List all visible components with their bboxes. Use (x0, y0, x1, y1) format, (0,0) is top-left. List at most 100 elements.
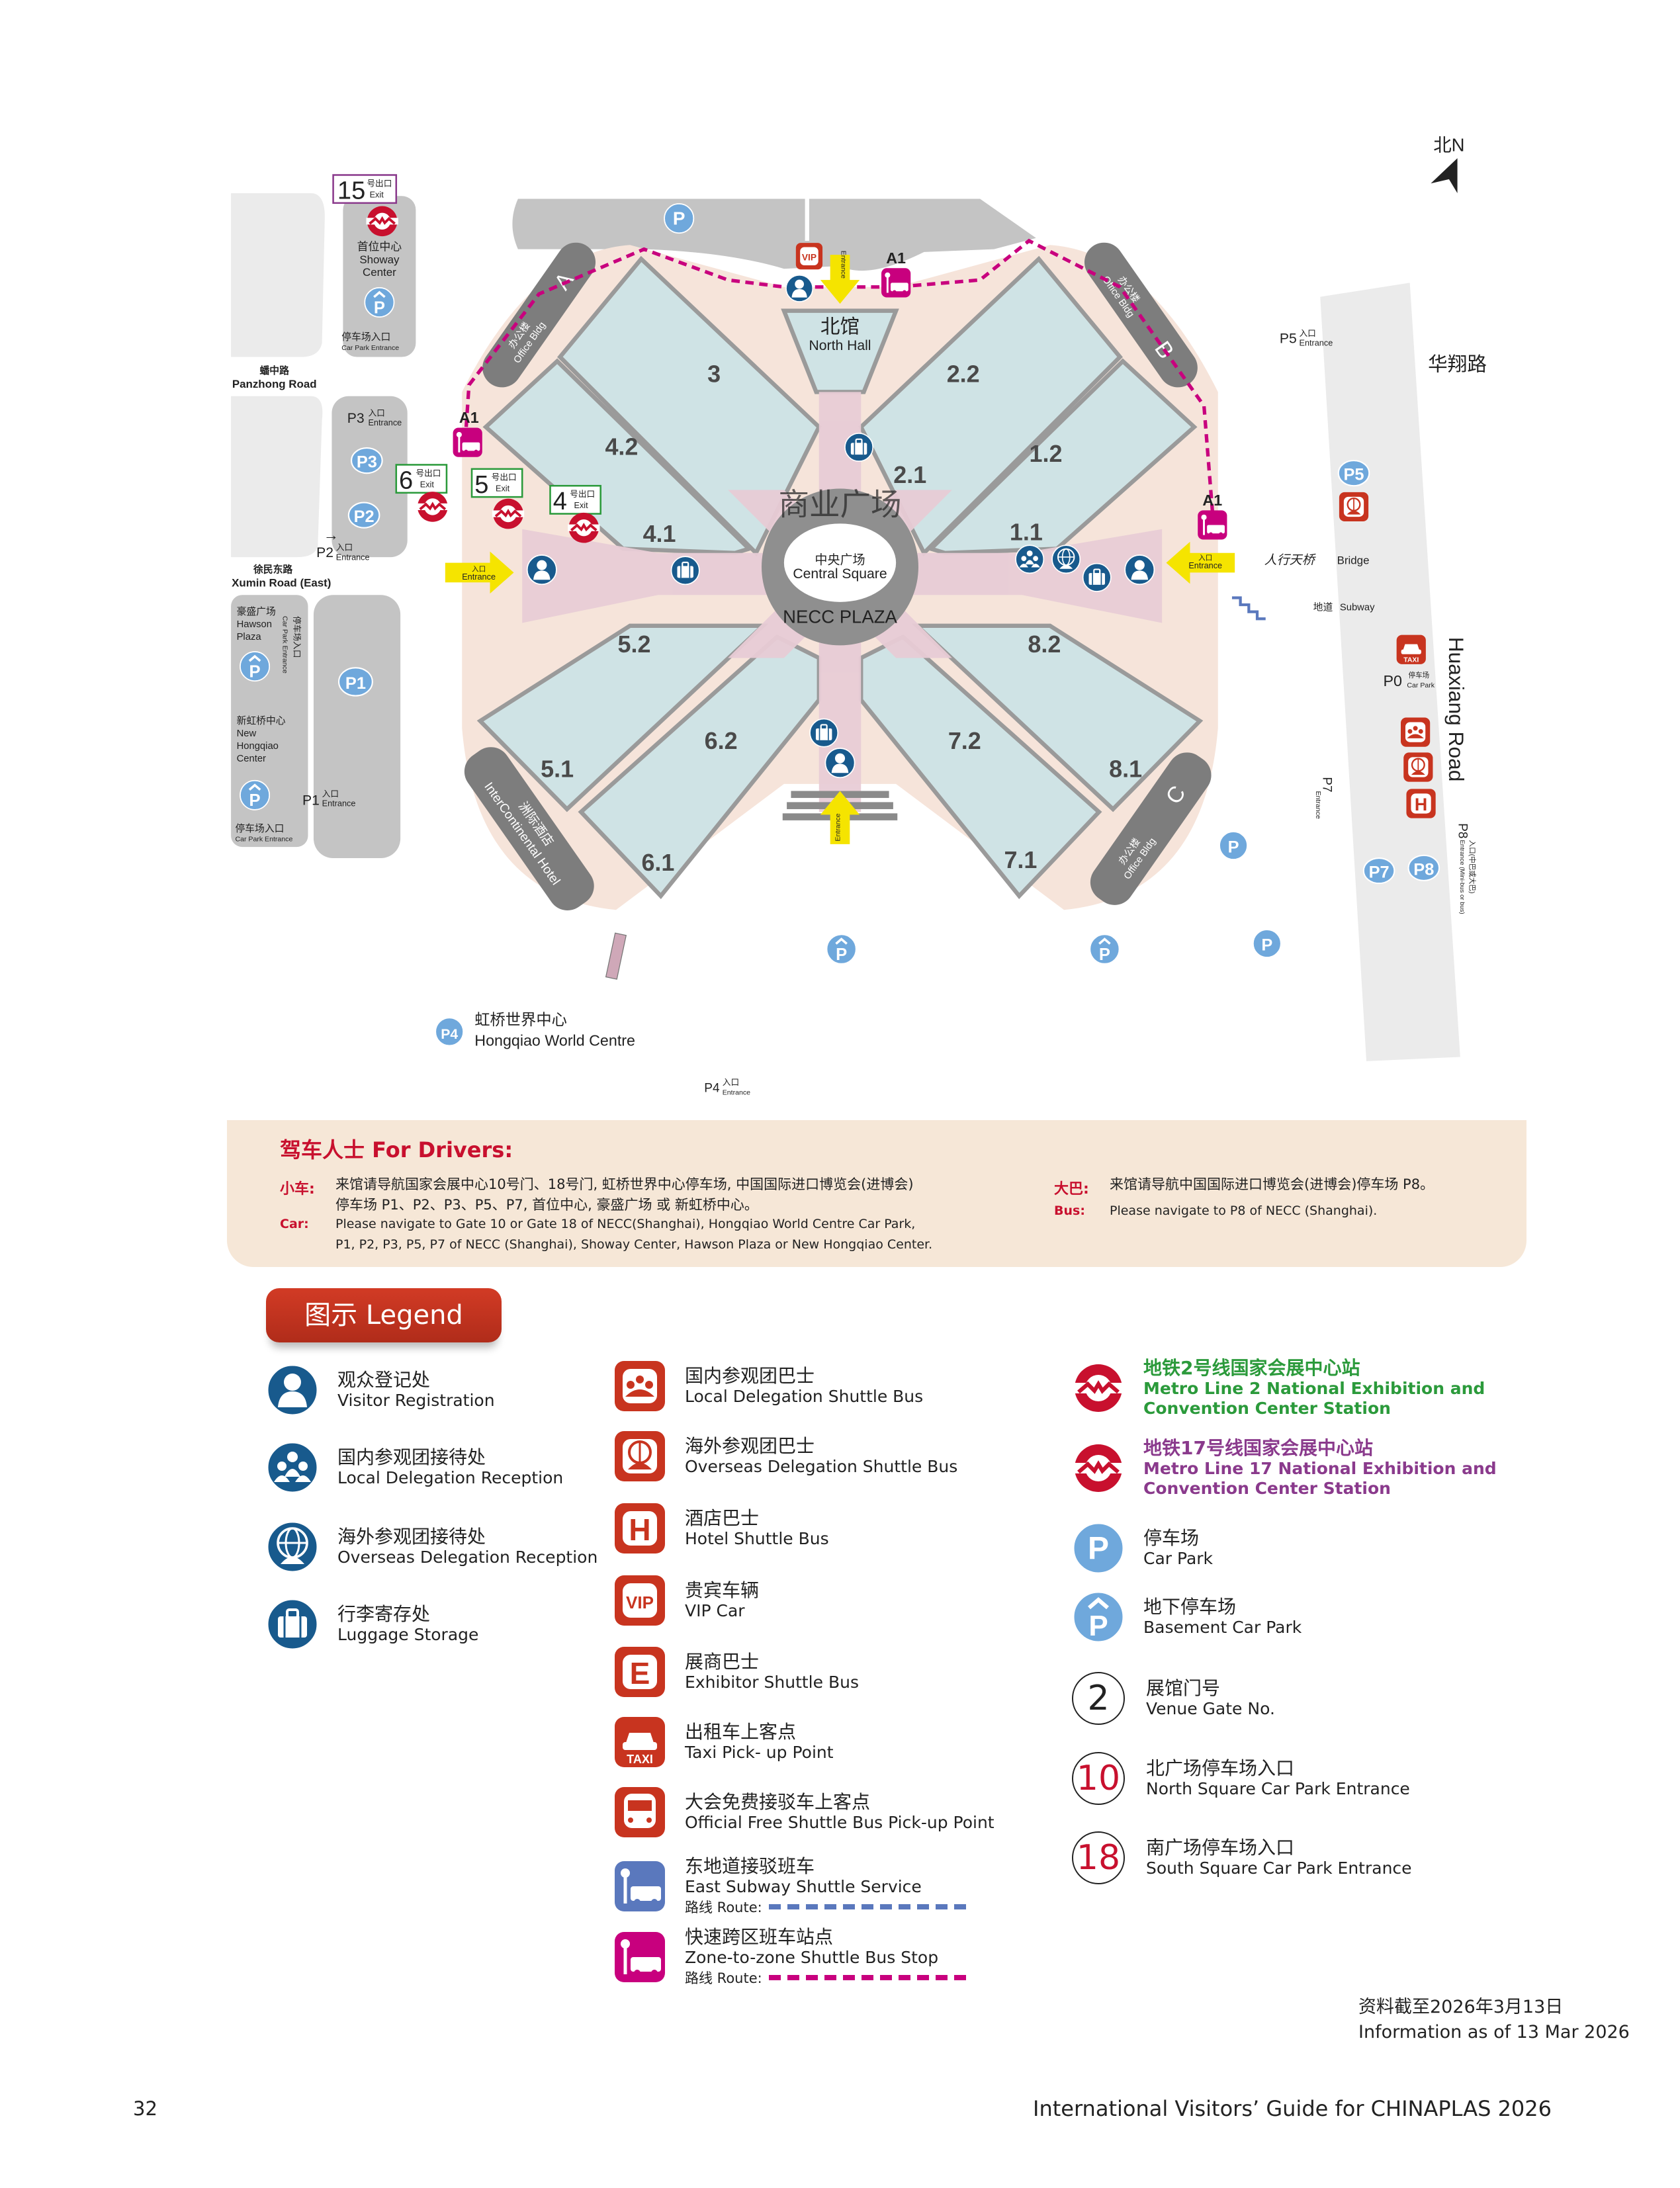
p4-entrance: P4 (704, 1081, 720, 1095)
gate-number-icon: 10 (1072, 1752, 1125, 1805)
luggage-storage-icon[interactable] (809, 718, 839, 748)
bus-label-cn: 大巴: (1054, 1181, 1089, 1198)
north-parking-area (512, 198, 1036, 271)
visitor-registration-icon[interactable] (526, 554, 557, 586)
basement-parking-icon[interactable] (826, 934, 857, 965)
luggage-storage-icon[interactable] (1082, 562, 1112, 593)
hall-4 (482, 358, 754, 555)
parking-badge-p1[interactable]: P1 (337, 667, 373, 697)
zone-shuttle-stop-icon[interactable] (1197, 509, 1228, 541)
hall-label-7-1: 7.1 (1004, 846, 1037, 873)
legend-en: Convention Center Station (1143, 1479, 1391, 1498)
svg-text:号出口: 号出口 (416, 468, 441, 478)
legend-cn: 北广场停车场入口 (1146, 1757, 1295, 1779)
parking-badge-p[interactable]: P (1252, 928, 1282, 959)
svg-text:6: 6 (399, 466, 413, 494)
north-hall-en: North Hall (809, 338, 871, 353)
taxi-icon[interactable] (1396, 635, 1426, 664)
luggage-icon (266, 1598, 319, 1651)
parking-badge-p2[interactable]: P2 (347, 502, 380, 529)
zone-shuttle-stop-icon[interactable] (880, 267, 912, 298)
bus-text-cn: 来馆请导航中国国际进口博览会(进博会)停车场 P8。 (1110, 1176, 1435, 1192)
svg-text:4: 4 (553, 488, 567, 515)
legend-en: Visitor Registration (337, 1391, 495, 1410)
car-text-cn-1: 来馆请导航国家会展中心10号门、18号门, 虹桥世界中心停车场, 中国国际进口博… (335, 1176, 914, 1192)
basement-parking-icon[interactable] (239, 650, 271, 682)
hall-label-6-2: 6.2 (705, 727, 738, 754)
svg-text:号出口: 号出口 (492, 473, 517, 482)
local-delegation-icon[interactable] (1015, 545, 1045, 574)
hall-label-2-2: 2.2 (947, 361, 980, 388)
svg-text:P1: P1 (345, 674, 366, 693)
parking-badge-p3[interactable]: P3 (351, 447, 383, 474)
xumin-en: Xumin Road (East) (232, 577, 331, 590)
road-cn: 华翔路 (1428, 354, 1487, 376)
svg-text:P3: P3 (357, 453, 377, 472)
visitor-registration-icon[interactable] (1124, 554, 1155, 586)
basement-parking-icon[interactable] (1089, 934, 1120, 965)
hotel-bus-icon[interactable] (1406, 789, 1436, 818)
parking-badge-p5[interactable]: P5 (1337, 460, 1370, 487)
p1-block (313, 595, 401, 859)
legend-cn: 酒店巴士 (685, 1507, 760, 1529)
subway-en: Subway (1340, 603, 1375, 613)
note-en: Information as of 13 Mar 2026 (1358, 2022, 1630, 2042)
parking-badge-p4[interactable]: P4 (434, 1017, 464, 1047)
local-bus-icon (613, 1360, 666, 1413)
exhibitor-bus-icon (613, 1645, 666, 1698)
local-delegation-bus-icon[interactable] (1400, 717, 1431, 747)
overseas-delegation-icon[interactable] (1051, 545, 1081, 574)
legend-cn: 贵宾车辆 (685, 1579, 760, 1601)
visitor-registration-icon[interactable] (824, 748, 856, 779)
legend-cn: 海外参观团接待处 (337, 1526, 486, 1548)
visitor-registration-icon[interactable] (785, 274, 814, 302)
delegation-icon (266, 1441, 319, 1494)
a1-label-north: A1 (886, 249, 906, 267)
parking-badge-p8[interactable]: P8 (1407, 854, 1440, 881)
legend-cn: 快速跨区班车站点 (685, 1926, 834, 1948)
entrance-en: Entrance (336, 552, 370, 562)
legend-en: Venue Gate No. (1146, 1699, 1275, 1718)
luggage-storage-icon[interactable] (670, 556, 700, 586)
parking-icon[interactable] (664, 203, 695, 234)
necc-plaza: NECC PLAZA (783, 607, 897, 627)
metro-line2-icon (1072, 1362, 1125, 1415)
vip-car-icon[interactable] (795, 243, 823, 270)
route-label: 路线 Route: (685, 1900, 762, 1915)
xumin-cn: 徐民东路 (253, 563, 292, 575)
basement-parking-icon[interactable] (364, 286, 395, 318)
parking-badge-p[interactable]: P (1218, 830, 1249, 861)
zone-shuttle-stop-icon[interactable] (452, 427, 483, 458)
svg-text:号出口: 号出口 (367, 179, 392, 188)
legend-en: Car Park (1143, 1549, 1214, 1568)
basement-parking-icon[interactable] (239, 779, 271, 811)
entrance-cn: 入口 (368, 408, 384, 417)
car-text-en-1: Please navigate to Gate 10 or Gate 18 of… (335, 1217, 916, 1231)
overseas-delegation-bus-icon[interactable] (1403, 752, 1434, 783)
svg-text:Entrance: Entrance (834, 813, 842, 841)
parking-badge-p7[interactable]: P7 (1362, 857, 1395, 885)
legend-en: Convention Center Station (1143, 1399, 1391, 1418)
legend-en: East Subway Shuttle Service (685, 1877, 922, 1896)
legend-title: 图示 Legend (266, 1288, 502, 1342)
world-centre-en: Hongqiao World Centre (474, 1032, 635, 1049)
bridge-cn: 人行天桥 (1264, 554, 1316, 568)
svg-text:Entrance: Entrance (1188, 561, 1222, 570)
metro-line2-icon[interactable] (416, 490, 450, 523)
overseas-delegation-bus-icon[interactable] (1338, 491, 1370, 523)
p8-entrance-en: Entrance (Mini-bus or bus) (1458, 840, 1466, 914)
bus-label-en: Bus: (1054, 1203, 1085, 1218)
svg-text:入口: 入口 (1198, 554, 1212, 562)
luggage-storage-icon[interactable] (844, 432, 874, 462)
legend-en: Hotel Shuttle Bus (685, 1529, 829, 1548)
